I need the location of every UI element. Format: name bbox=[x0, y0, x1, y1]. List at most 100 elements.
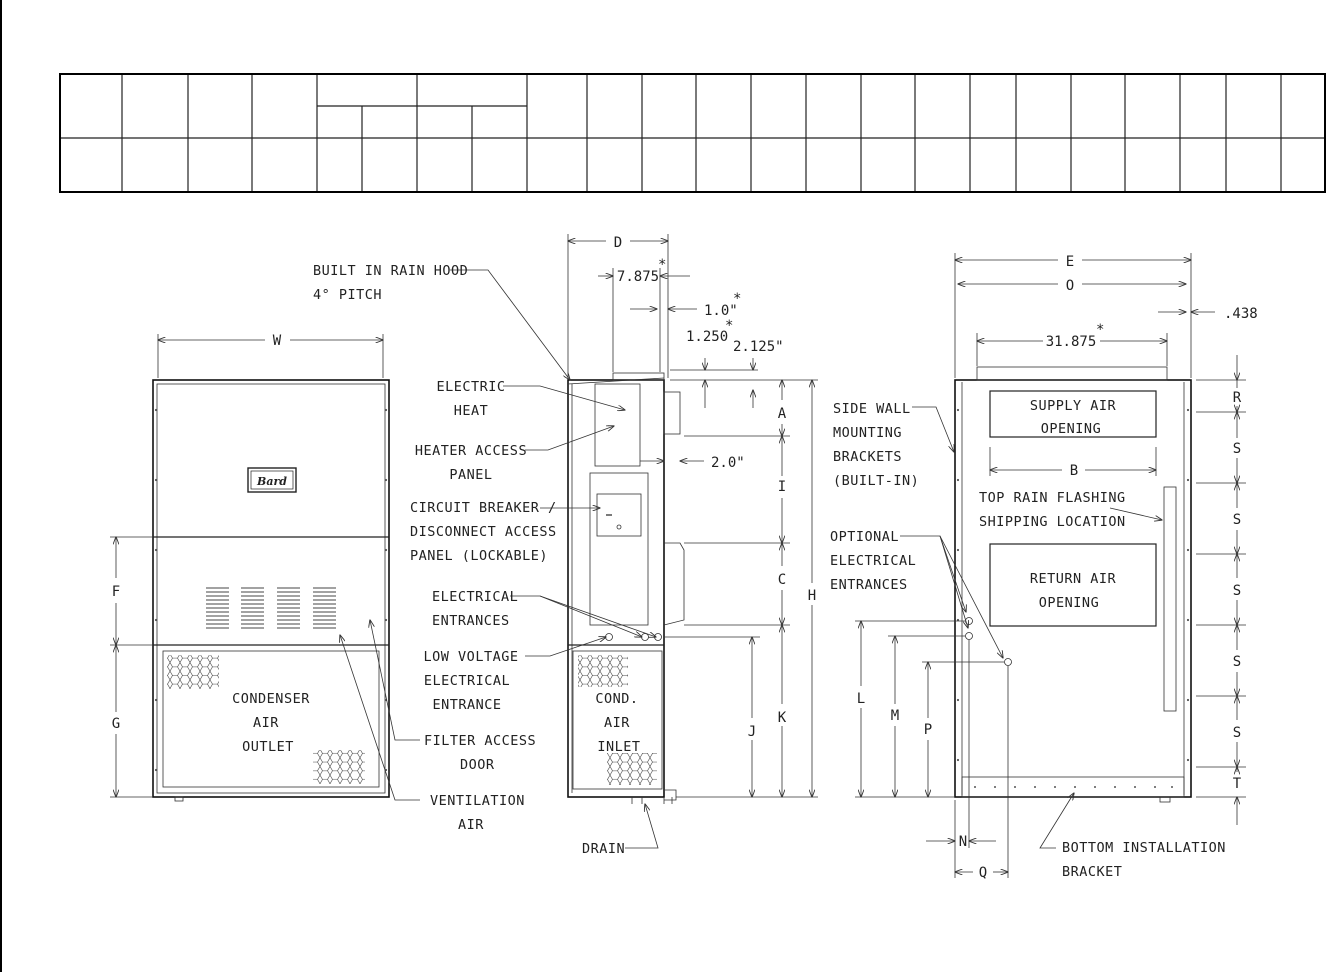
label-top-rain-2: SHIPPING LOCATION bbox=[979, 514, 1126, 530]
dim-N: N bbox=[959, 834, 967, 850]
label-circuit-breaker-1: CIRCUIT BREAKER / bbox=[410, 500, 557, 516]
dim-W: W bbox=[273, 333, 282, 349]
dim-31875: 31.875 bbox=[1046, 334, 1097, 350]
dim-I: I bbox=[778, 479, 786, 495]
leader-rain-hood bbox=[450, 269, 570, 380]
label-return-2: OPENING bbox=[1039, 595, 1099, 611]
breaker-panel bbox=[589, 472, 649, 626]
hex-grille-bottom bbox=[313, 750, 365, 784]
label-side-wall-2: MOUNTING bbox=[833, 425, 902, 441]
dim-1250-star: * bbox=[725, 318, 733, 334]
cond-inlet-label-2: AIR bbox=[604, 715, 630, 731]
low-voltage-entrance bbox=[605, 633, 613, 641]
optional-entrance-2 bbox=[965, 632, 973, 640]
dim-7875-star: * bbox=[658, 257, 666, 273]
label-heater-access-2: PANEL bbox=[449, 467, 492, 483]
back-view: SUPPLY AIR OPENING RETURN AIR OPENING E … bbox=[830, 253, 1258, 881]
dim-31875-star: * bbox=[1096, 322, 1104, 338]
dim-2125: 2.125" bbox=[733, 339, 784, 355]
dim-C: C bbox=[778, 572, 786, 588]
optional-entrance-3 bbox=[1004, 658, 1012, 666]
label-low-voltage-1: LOW VOLTAGE bbox=[424, 649, 519, 665]
cond-inlet-panel bbox=[572, 650, 663, 790]
logo-text: Bard bbox=[256, 475, 287, 488]
condenser-label-1: CONDENSER bbox=[232, 691, 310, 707]
label-low-voltage-2: ELECTRICAL bbox=[424, 673, 510, 689]
label-bottom-bracket-2: BRACKET bbox=[1062, 864, 1122, 880]
label-electric-heat-2: HEAT bbox=[454, 403, 489, 419]
dim-B: B bbox=[1070, 463, 1078, 479]
dim-H: H bbox=[808, 588, 816, 604]
dim-2-0: 2.0" bbox=[711, 455, 745, 471]
label-rain-hood-2: 4° PITCH bbox=[313, 287, 382, 303]
dim-O: O bbox=[1066, 278, 1074, 294]
dim-S3: S bbox=[1233, 583, 1241, 599]
label-low-voltage-3: ENTRANCE bbox=[432, 697, 501, 713]
disconnect-box bbox=[596, 493, 642, 537]
label-side-wall-4: (BUILT-IN) bbox=[833, 473, 919, 489]
dim-J: J bbox=[748, 724, 756, 740]
label-circuit-breaker-2: DISCONNECT ACCESS bbox=[410, 524, 557, 540]
label-electrical-entrances-2: ENTRANCES bbox=[432, 613, 510, 629]
label-circuit-breaker-3: PANEL (LOCKABLE) bbox=[410, 548, 548, 564]
front-cabinet bbox=[152, 379, 390, 798]
label-electrical-entrances-1: ELECTRICAL bbox=[432, 589, 518, 605]
dim-1250: 1.250 bbox=[686, 329, 728, 345]
return-air-opening bbox=[989, 543, 1157, 627]
label-ventilation-1: VENTILATION bbox=[430, 793, 525, 809]
label-supply-1: SUPPLY AIR bbox=[1030, 398, 1117, 414]
dim-P: P bbox=[924, 722, 932, 738]
label-rain-hood-1: BUILT IN RAIN HOOD bbox=[313, 263, 468, 279]
condenser-panel bbox=[162, 650, 380, 788]
logo: Bard bbox=[247, 467, 297, 493]
rain-hood bbox=[612, 372, 665, 381]
rain-flashing bbox=[1163, 486, 1177, 712]
dim-S2: S bbox=[1233, 512, 1241, 528]
label-optional-2: ELECTRICAL bbox=[830, 553, 916, 569]
dim-S4: S bbox=[1233, 654, 1241, 670]
specification-table bbox=[59, 73, 1326, 193]
label-drain: DRAIN bbox=[582, 841, 625, 857]
dim-438: .438 bbox=[1224, 306, 1258, 322]
dim-Q: Q bbox=[979, 865, 987, 881]
supply-air-opening bbox=[989, 390, 1157, 438]
hex-grille-top bbox=[167, 655, 219, 689]
label-heater-access-1: HEATER ACCESS bbox=[415, 443, 527, 459]
label-side-wall-3: BRACKETS bbox=[833, 449, 902, 465]
label-ventilation-2: AIR bbox=[458, 817, 484, 833]
dim-D: D bbox=[614, 235, 622, 251]
top-flange bbox=[976, 366, 1168, 381]
dim-M: M bbox=[891, 708, 899, 724]
label-top-rain-1: TOP RAIN FLASHING bbox=[979, 490, 1126, 506]
condenser-label-3: OUTLET bbox=[242, 739, 294, 755]
cond-inlet-label-3: INLET bbox=[597, 739, 640, 755]
heater-panel bbox=[594, 383, 641, 467]
table-grid bbox=[61, 75, 1324, 191]
dim-K: K bbox=[778, 710, 787, 726]
dim-E: E bbox=[1066, 254, 1074, 270]
side-view: COND. AIR INLET D 7.875 * 1.0" * 1.250 * bbox=[313, 234, 818, 857]
side-cabinet bbox=[567, 379, 665, 798]
label-optional-1: OPTIONAL bbox=[830, 529, 899, 545]
label-return-1: RETURN AIR bbox=[1030, 571, 1117, 587]
label-supply-2: OPENING bbox=[1041, 421, 1101, 437]
ventilation-louvers bbox=[206, 587, 336, 629]
dim-T: T bbox=[1233, 776, 1242, 792]
dim-G: G bbox=[112, 716, 120, 732]
condenser-label-2: AIR bbox=[253, 715, 279, 731]
dim-L: L bbox=[857, 691, 865, 707]
label-bottom-bracket-1: BOTTOM INSTALLATION bbox=[1062, 840, 1226, 856]
label-electric-heat-1: ELECTRIC bbox=[436, 379, 505, 395]
label-side-wall-1: SIDE WALL bbox=[833, 401, 911, 417]
sheet-border-left bbox=[0, 0, 2, 972]
dim-7875: 7.875 bbox=[617, 269, 659, 285]
dim-A: A bbox=[778, 406, 787, 422]
dim-1-0-star: * bbox=[733, 291, 741, 307]
label-filter-access-1: FILTER ACCESS bbox=[424, 733, 536, 749]
dim-R: R bbox=[1233, 390, 1242, 406]
dim-S1: S bbox=[1233, 441, 1241, 457]
cond-inlet-label-1: COND. bbox=[595, 691, 638, 707]
label-optional-3: ENTRANCES bbox=[830, 577, 908, 593]
